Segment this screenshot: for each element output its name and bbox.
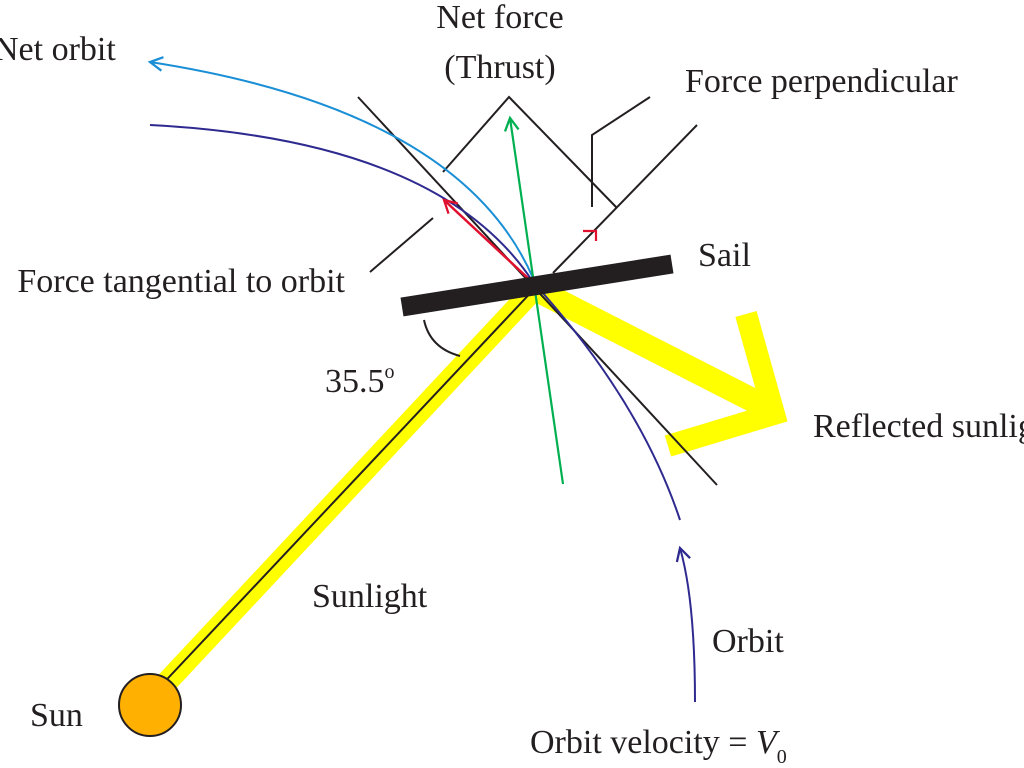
thrust-arrow [510, 118, 565, 485]
perpendicular-leader [591, 96, 651, 207]
reflected-arrowhead [664, 311, 788, 457]
reflected-beam [531, 279, 774, 419]
net-orbit-label: Net orbit [0, 31, 116, 68]
force-diamond-top [442, 95, 618, 209]
angle-arc [423, 319, 461, 357]
net-force-label: Net force [436, 0, 563, 36]
sun-circle [118, 673, 182, 737]
orbit-curve [149, 124, 681, 521]
tangential-leader [369, 217, 434, 273]
velocity-subscript: 0 [777, 746, 787, 768]
angle-value: 35.5 [325, 363, 385, 400]
orbit-velocity-text: Orbit velocity = [530, 724, 756, 761]
thrust-label: (Thrust) [444, 49, 555, 86]
force-perpendicular-label: Force perpendicular [685, 63, 958, 100]
sunlight-label: Sunlight [312, 578, 428, 615]
net-orbit-curve [150, 62, 534, 279]
sunlight-ray [154, 285, 538, 693]
sun-label: Sun [30, 697, 83, 734]
orbit-label: Orbit [712, 623, 784, 660]
force-tangential-label: Force tangential to orbit [17, 263, 345, 300]
angle-degree: o [385, 361, 395, 383]
orbit-velocity-arrow [680, 548, 696, 703]
angle-label: 35.5o [325, 361, 395, 400]
sail [400, 254, 674, 317]
sail-label: Sail [698, 237, 751, 274]
tangential-force-arrow [444, 200, 531, 281]
perpendicular-line [552, 124, 698, 274]
orbit-velocity-label: Orbit velocity = V0 [530, 724, 787, 768]
reflected-label: Reflected sunlight [813, 408, 1024, 445]
perpendicular-force-arrow [583, 229, 598, 241]
